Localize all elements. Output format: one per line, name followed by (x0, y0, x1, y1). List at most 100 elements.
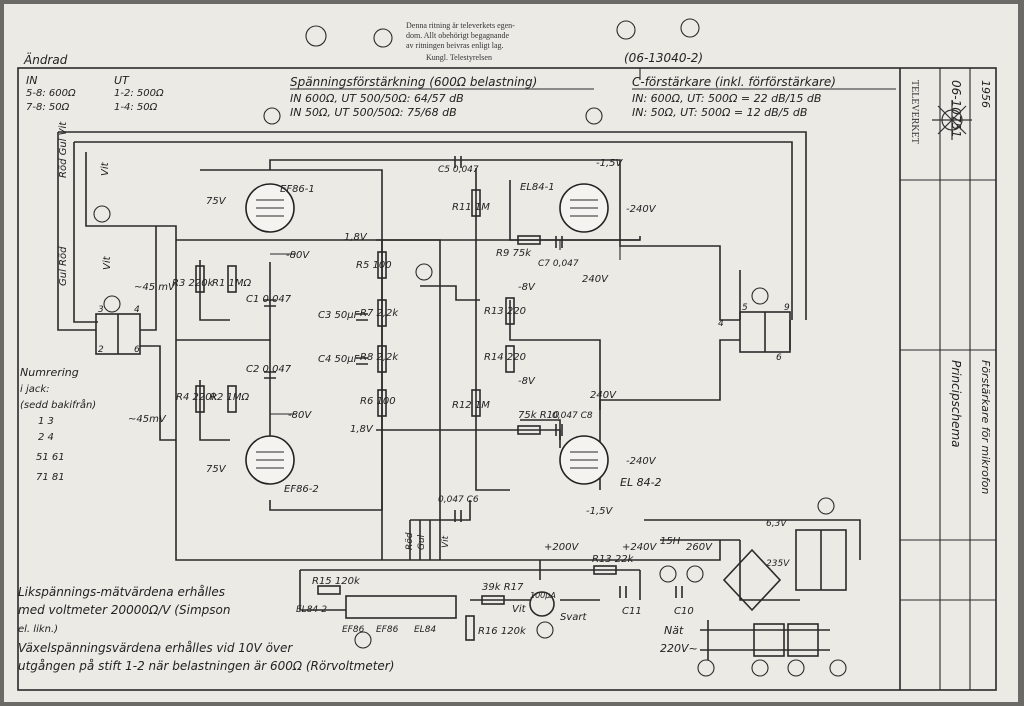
label-r3: R3 220k (172, 278, 215, 289)
label-260v: 260V (686, 542, 713, 553)
label-240v-g2-bottom: -240V (626, 456, 657, 467)
numbering-title: Numrering (20, 366, 79, 379)
revision-note: Ändrad (23, 52, 68, 67)
rectifier-bridge (722, 548, 782, 612)
label-r14: R14 220 (484, 352, 526, 363)
label-r10: 75k R10 (518, 410, 559, 421)
resistor-r13-supply (593, 565, 617, 575)
pin-out-9: 9 (784, 303, 790, 313)
label-45mv-top: ~45 mV (134, 282, 176, 293)
label-wire-gul-rod-2: Gul Röd (58, 246, 69, 286)
label-1-8v-top: 1,8V (344, 232, 368, 243)
label-wire-vit: Vit (100, 161, 111, 176)
label-r1: R1 1MΩ (212, 278, 251, 289)
label-c6: 0,047 C6 (438, 495, 479, 505)
label-c5: C5 0,047 (438, 165, 479, 175)
label-choke-15h: 15H (660, 536, 681, 547)
marker-19b (686, 565, 704, 583)
note-line-1: Likspännings-mätvärdena erhålles (18, 585, 225, 599)
numbering-line-3: 1 3 (38, 416, 54, 427)
tube-socket-selector (345, 595, 457, 619)
wire-top-bus-1 (58, 131, 807, 320)
pin-out-5: 5 (742, 303, 748, 313)
note-line-5: utgången på stift 1-2 när belastningen ä… (18, 659, 394, 673)
wire-el84-1-anode (619, 168, 740, 321)
marker-18 (585, 107, 603, 125)
resistor-r15 (317, 585, 341, 595)
capacitor-c5 (454, 156, 462, 168)
voltage-gain-row-2: IN 50Ω, UT 500/50Ω: 75/68 dB (290, 106, 457, 119)
label-wire-vit-2: Vit (102, 255, 113, 270)
label-el84-socket: EL84 (414, 625, 436, 635)
resistor-r17 (481, 595, 505, 605)
notice-line-2: dom. Allt obehörigt begagnande (406, 31, 510, 40)
voltage-gain-row-1: IN 600Ω, UT 500/50Ω: 64/57 dB (290, 92, 464, 105)
notice-line-3: av ritningen beivras enligt lag. (406, 41, 504, 50)
label-c4: C4 50µF (318, 354, 360, 365)
label-240v-g2-top: -240V (626, 204, 657, 215)
label-45mv-bottom: ~45mV (128, 414, 167, 425)
label-r8: R8 2,2k (360, 352, 399, 363)
notice-line-4: Kungl. Telestyrelsen (426, 53, 492, 62)
stamp-mark-2 (373, 28, 393, 48)
capacitor-c6 (454, 510, 462, 522)
label-ef86-socket-1: EF86 (342, 625, 365, 635)
label-r4: R4 220k (176, 392, 219, 403)
wire-r11-r12 (475, 168, 510, 491)
resistor-r13 (505, 297, 515, 325)
drawing-number: (06-13040-2) (624, 51, 703, 65)
ut-row-2: 1-4: 50Ω (114, 102, 158, 113)
label-8v-bottom: -8V (518, 376, 536, 387)
resistor-r16 (465, 615, 475, 641)
label-80v-bottom: -80V (288, 410, 312, 421)
note-line-2: med voltmeter 20000Ω/V (Simpson (18, 603, 230, 617)
marker-19 (659, 565, 677, 583)
jack-15-mains (817, 497, 835, 515)
title-block-description: Förstärkare för mikrofon (979, 360, 992, 494)
notice-line-1: Denna ritning är televerkets egen- (406, 21, 515, 30)
numbering-line-5: 51 61 (36, 452, 65, 463)
capacitor-c3 (356, 313, 368, 321)
label-r17: 39k R17 (482, 582, 524, 593)
pin-out-6: 6 (776, 353, 782, 363)
label-ef86-1: EF86-1 (280, 184, 315, 195)
marker-22 (787, 659, 805, 677)
resistor-r11 (471, 189, 481, 217)
resistor-r4 (195, 385, 205, 413)
emblem-icon (932, 100, 972, 140)
label-wire-gul: Gul (417, 534, 427, 550)
capacitor-c10 (675, 586, 683, 598)
resistor-r3 (195, 265, 205, 293)
jack-15 (751, 287, 769, 305)
label-220v: 220V~ (660, 642, 698, 655)
label-r9: R9 75k (496, 248, 532, 259)
resistor-r6 (377, 389, 387, 417)
label-75v-bottom: 75V (206, 464, 227, 475)
in-row-2: 7-8: 50Ω (26, 102, 70, 113)
jack-16 (103, 295, 121, 313)
title-block-org: TELEVERKET (909, 80, 920, 144)
wire-ef86-1-supply (269, 159, 621, 170)
pin-4: 4 (134, 305, 140, 315)
pin-3: 3 (98, 305, 104, 315)
resistor-r1 (227, 265, 237, 293)
label-r15: R15 120k (312, 576, 361, 587)
marker-17 (263, 107, 281, 125)
label-ef86-socket-2: EF86 (376, 625, 399, 635)
capacitor-c11 (619, 586, 627, 598)
class-c-gain-row-2: IN: 50Ω, UT: 500Ω = 12 dB/5 dB (632, 106, 807, 119)
ut-label: UT (114, 74, 130, 87)
marker-12 (829, 659, 847, 677)
label-r11: R11 1M (452, 202, 490, 213)
label-240v-anode-top: 240V (582, 274, 609, 285)
resistor-r12 (471, 389, 481, 417)
label-r7: R7 2,2k (360, 308, 399, 319)
label-meter: 100µA (530, 591, 556, 600)
capacitor-c1 (264, 299, 276, 307)
label-r12: R12 1M (452, 400, 490, 411)
label-80v-top: -80V (286, 250, 310, 261)
voltage-gain-title: Spänningsförstärkning (600Ω belastning) (290, 75, 537, 89)
numbering-line-2: (sedd bakifrån) (20, 398, 96, 411)
pin-2: 2 (98, 345, 104, 355)
label-el84-2: EL 84-2 (620, 476, 662, 489)
